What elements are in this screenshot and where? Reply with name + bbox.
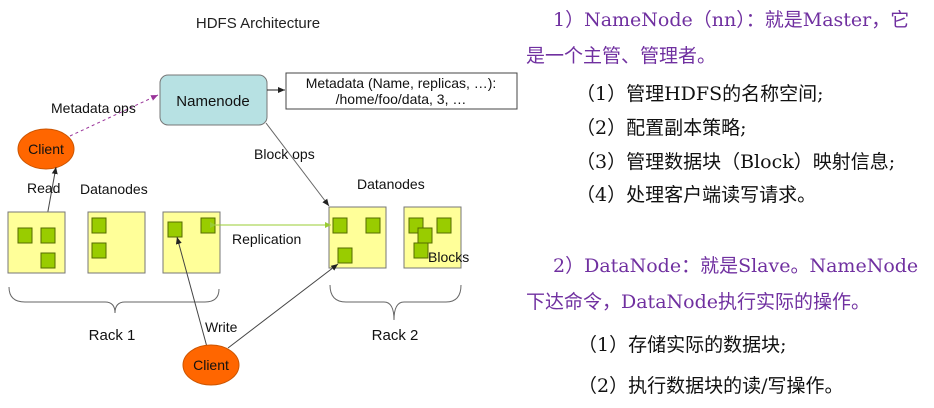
block	[200, 217, 216, 234]
client-top-label: Client	[28, 141, 64, 157]
metadata-line-2: /home/foo/data, 3, …	[336, 91, 467, 107]
client-top	[17, 128, 75, 170]
block	[91, 217, 107, 234]
metadata-ops-label: Metadata ops	[51, 100, 136, 116]
rack2-label: Rack 2	[372, 327, 419, 344]
namenode-item-3: （3）管理数据块（Block）映射信息;	[576, 151, 896, 173]
hdfs-architecture-diagram: HDFS Architecture Namenode Metadata (Nam…	[7, 15, 518, 386]
datanode-heading-line-1: 2）DataNode：就是Slave。NameNode	[553, 255, 919, 277]
blocks-label: Blocks	[428, 249, 469, 265]
namenode-box	[159, 74, 268, 126]
namenode-heading-line-1: 1）NameNode（nn）：就是Master，它	[553, 9, 910, 31]
write-arrow-rack1	[175, 236, 208, 348]
block-ops-arrow	[265, 122, 330, 207]
write-arrow-rack2	[227, 263, 339, 349]
datanode-rack1-2	[87, 211, 146, 274]
client-bottom-label: Client	[193, 357, 229, 373]
block	[40, 227, 56, 244]
block	[167, 221, 183, 238]
datanode-heading-line-2: 下达命令，DataNode执行实际的操作。	[526, 291, 870, 313]
block	[17, 227, 33, 244]
namenode-heading-line-2: 是一个主管、管理者。	[526, 45, 717, 67]
client-bottom	[182, 344, 240, 386]
block	[337, 247, 353, 264]
rack1-brace	[8, 286, 220, 314]
read-label: Read	[27, 180, 60, 196]
block	[417, 227, 433, 244]
metadata-line-1: Metadata (Name, replicas, …):	[306, 75, 497, 91]
namenode-label: Namenode	[176, 93, 249, 110]
notes-panel: 1）NameNode（nn）：就是Master，它 是一个主管、管理者。 （1）…	[520, 0, 934, 408]
datanode-rack1-1	[7, 211, 66, 274]
block	[413, 242, 429, 259]
rack2-brace	[329, 284, 462, 321]
diagram-title: HDFS Architecture	[196, 15, 320, 32]
datanode-rack2-2	[403, 206, 462, 269]
rack1-label: Rack 1	[89, 327, 136, 344]
write-label: Write	[205, 319, 238, 335]
block	[365, 217, 381, 234]
block	[40, 252, 56, 269]
datanode-item-2: （2）执行数据块的读/写操作。	[578, 375, 844, 397]
namenode-item-4: （4）处理客户端读写请求。	[576, 184, 817, 206]
block	[91, 242, 107, 259]
datanodes-right-label: Datanodes	[357, 176, 425, 192]
datanode-rack1-3	[162, 211, 221, 274]
datanode-item-1: （1）存储实际的数据块;	[578, 334, 787, 356]
block-ops-label: Block ops	[254, 146, 315, 162]
block	[436, 217, 452, 234]
datanode-rack2-1	[328, 206, 387, 269]
namenode-item-1: （1）管理HDFS的名称空间;	[576, 83, 824, 105]
namenode-item-2: （2）配置副本策略;	[576, 117, 747, 139]
datanodes-left-label: Datanodes	[80, 181, 148, 197]
metadata-box	[285, 72, 518, 110]
block	[332, 217, 348, 234]
metadata-ops-arrow	[69, 94, 159, 137]
replication-label: Replication	[232, 231, 301, 247]
